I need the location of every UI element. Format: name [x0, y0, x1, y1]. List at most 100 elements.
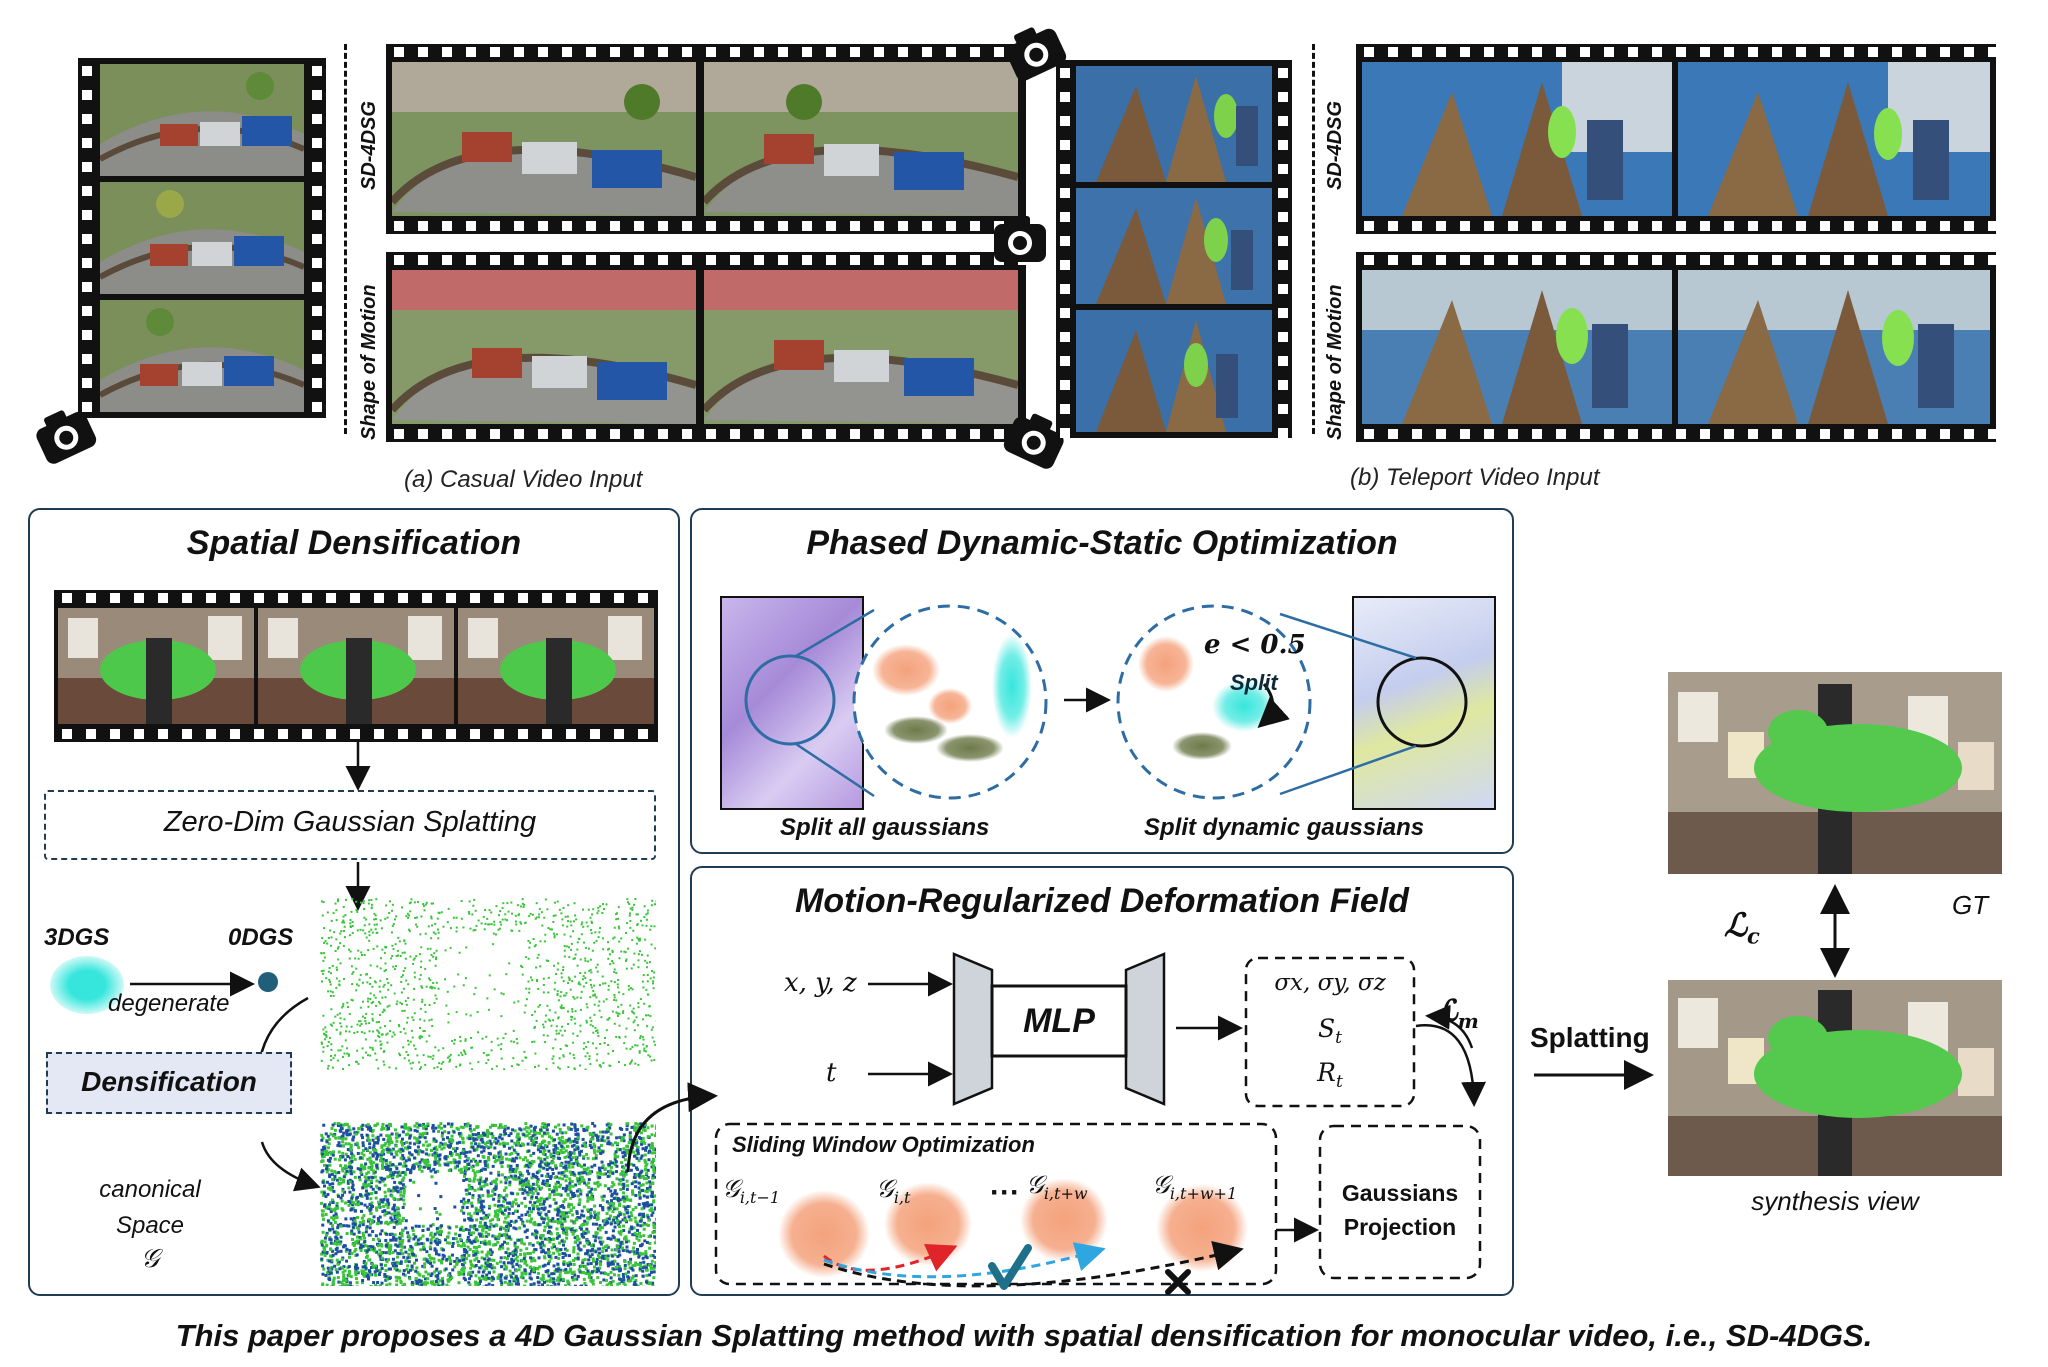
point-cloud-dot	[408, 1178, 412, 1182]
point-cloud-dot	[625, 1179, 629, 1183]
point-cloud-dot	[499, 920, 502, 923]
point-cloud-dot	[338, 1012, 341, 1015]
point-cloud-dot	[358, 1220, 362, 1224]
point-cloud-dot	[367, 1206, 371, 1210]
point-cloud-dot	[553, 1208, 557, 1212]
point-cloud-dot	[585, 1021, 588, 1024]
point-cloud-dot	[462, 1211, 466, 1215]
point-cloud-dot	[507, 910, 510, 913]
point-cloud-dot	[413, 971, 416, 974]
point-cloud-dot	[483, 1257, 487, 1261]
point-cloud-dot	[506, 1254, 510, 1258]
point-cloud-dot	[486, 1250, 490, 1254]
point-cloud-dot	[563, 1174, 567, 1178]
point-cloud-dot	[629, 1218, 633, 1222]
point-cloud-dot	[398, 1052, 401, 1055]
point-cloud-dot	[598, 1266, 602, 1270]
point-cloud-dot	[328, 1173, 332, 1177]
point-cloud-dot	[503, 1256, 507, 1260]
point-cloud-dot	[325, 1164, 329, 1168]
point-cloud-dot	[462, 1197, 466, 1201]
point-cloud-dot	[533, 945, 536, 948]
point-cloud-dot	[376, 1222, 380, 1226]
point-cloud-dot	[505, 1229, 509, 1233]
point-cloud-dot	[638, 937, 641, 940]
point-cloud-dot	[418, 1132, 422, 1136]
point-cloud-dot	[577, 1171, 581, 1175]
point-cloud-dot	[551, 1057, 554, 1060]
point-cloud-dot	[485, 1273, 489, 1277]
point-cloud-dot	[531, 1014, 534, 1017]
point-cloud-dot	[481, 1240, 485, 1244]
point-cloud-dot	[327, 936, 330, 939]
point-cloud-dot	[489, 1182, 493, 1186]
point-cloud-dot	[328, 1150, 332, 1154]
point-cloud-dot	[568, 956, 571, 959]
point-cloud-dot	[599, 927, 602, 930]
point-cloud-dot	[463, 1250, 467, 1254]
point-cloud-dot	[542, 1023, 545, 1026]
point-cloud-dot	[394, 1243, 398, 1247]
point-cloud-dot	[629, 907, 632, 910]
point-cloud-dot	[379, 990, 382, 993]
point-cloud-dot	[422, 1265, 426, 1269]
point-cloud-dot	[321, 1223, 325, 1227]
point-cloud-dot	[607, 1044, 610, 1047]
point-cloud-dot	[605, 903, 608, 906]
point-cloud-dot	[372, 1215, 376, 1219]
point-cloud-dot	[348, 1190, 352, 1194]
point-cloud-dot	[651, 1284, 655, 1286]
point-cloud-dot	[407, 1234, 411, 1238]
point-cloud-dot	[447, 1285, 451, 1286]
point-cloud-dot	[514, 1177, 518, 1181]
point-cloud-dot	[429, 979, 432, 982]
point-cloud-dot	[386, 1146, 390, 1150]
point-cloud-dot	[335, 919, 338, 922]
point-cloud-dot	[615, 1248, 619, 1252]
point-cloud-dot	[560, 972, 563, 975]
train-frame-2	[100, 182, 304, 294]
point-cloud-dot	[551, 1161, 555, 1165]
point-cloud-dot	[485, 1266, 489, 1270]
point-cloud-dot	[573, 1221, 577, 1225]
point-cloud-dot	[641, 1183, 645, 1187]
point-cloud-dot	[521, 1158, 525, 1162]
point-cloud-dot	[388, 1282, 392, 1286]
point-cloud-dot	[368, 1160, 372, 1164]
point-cloud-dot	[501, 1204, 505, 1208]
point-cloud-dot	[613, 1163, 617, 1167]
point-cloud-dot	[397, 1162, 401, 1166]
point-cloud-dot	[380, 1199, 384, 1203]
point-cloud-dot	[626, 1144, 630, 1148]
point-cloud-dot	[429, 1238, 433, 1242]
point-cloud-dot	[351, 1242, 355, 1246]
point-cloud-dot	[498, 1232, 502, 1236]
point-cloud-dot	[585, 1019, 588, 1022]
point-cloud-dot	[424, 932, 427, 935]
point-cloud-dot	[611, 1010, 614, 1013]
point-cloud-dot	[554, 1038, 557, 1041]
point-cloud-dot	[496, 1139, 500, 1143]
point-cloud-dot	[531, 1207, 535, 1211]
point-cloud-dot	[413, 1012, 416, 1015]
point-cloud-dot	[560, 1224, 564, 1228]
point-cloud-dot	[534, 944, 537, 947]
point-cloud-dot	[484, 1261, 488, 1265]
point-cloud-dot	[349, 922, 352, 925]
point-cloud-dot	[409, 955, 412, 958]
point-cloud-dot	[558, 1241, 562, 1245]
point-cloud-dot	[360, 1022, 363, 1025]
point-cloud-dot	[331, 1123, 335, 1127]
point-cloud-dot	[607, 1162, 611, 1166]
teleport-frame-3	[1076, 310, 1272, 432]
point-cloud-dot	[398, 940, 401, 943]
point-cloud-dot	[479, 1200, 483, 1204]
point-cloud-dot	[405, 1003, 408, 1006]
point-cloud-dot	[432, 955, 435, 958]
point-cloud-dot	[521, 966, 524, 969]
point-cloud-dot	[461, 1149, 465, 1153]
point-cloud-dot	[487, 1132, 491, 1136]
point-cloud-dot	[485, 1254, 489, 1258]
point-cloud-dot	[344, 1039, 347, 1042]
point-cloud-dot	[543, 916, 546, 919]
